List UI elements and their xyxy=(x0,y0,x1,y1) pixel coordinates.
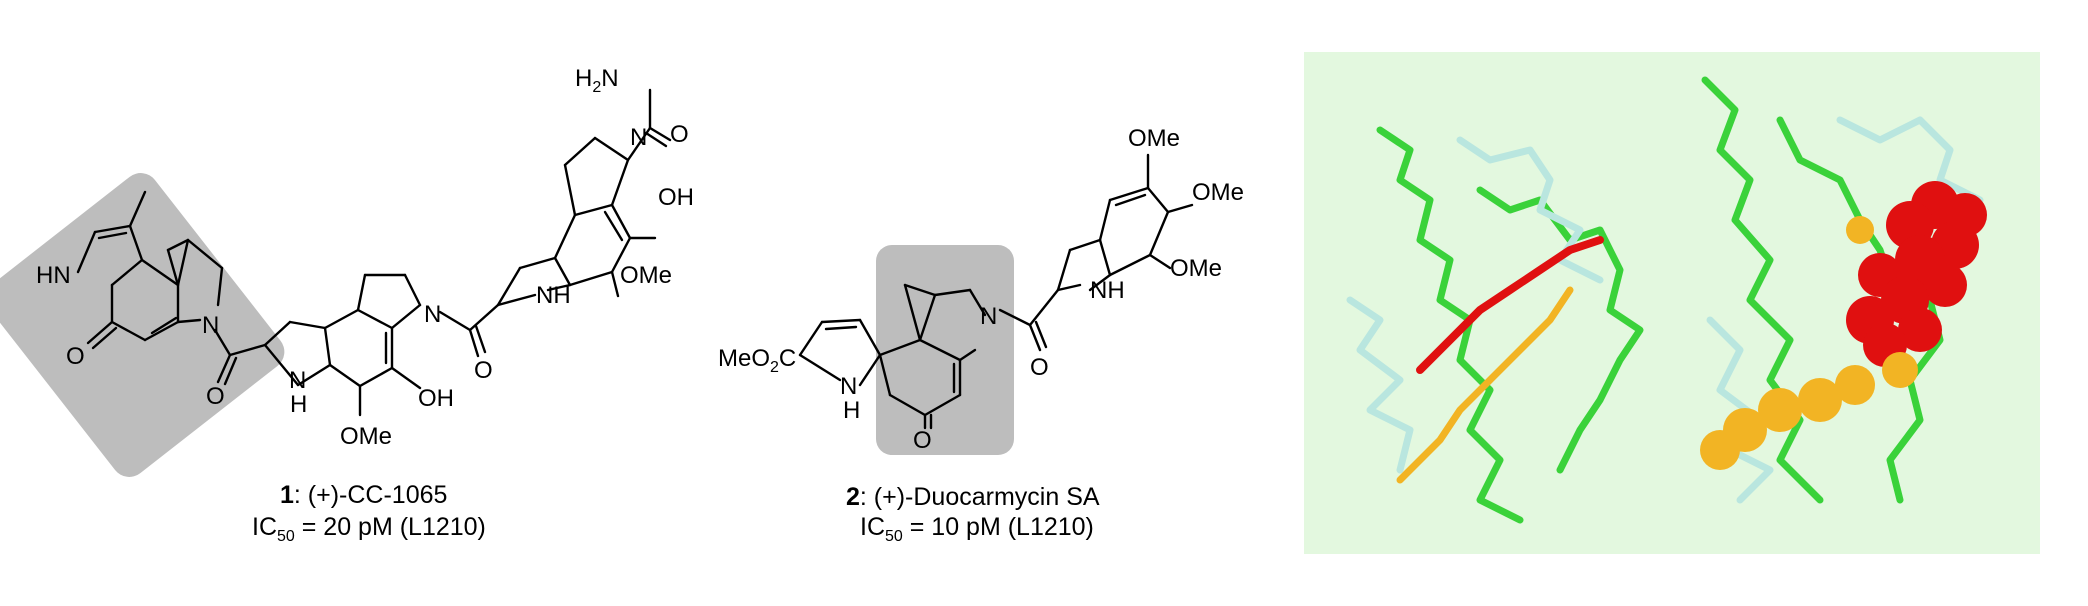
compound-1-atom-oh-right: OH xyxy=(658,184,694,211)
compound-2-atom-n-alkylation: N xyxy=(980,303,997,330)
compound-2-structure: MeO2C N H O N O NH OMe OMe OMe 2: (+)-Du… xyxy=(718,125,1244,545)
compound-1-highlight-box xyxy=(0,173,285,477)
compound-1-atom-ome-right: OMe xyxy=(620,262,672,289)
compound-2-trimethoxyindole xyxy=(1056,153,1194,292)
compound-2-atom-ome-bottom: OMe xyxy=(1170,255,1222,282)
compound-2-atom-meo2c: MeO2C xyxy=(718,345,796,376)
compound-1-atom-o-left: O xyxy=(66,343,85,370)
compound-2-atom-ome-middle: OMe xyxy=(1192,179,1244,206)
compound-2-highlight-box xyxy=(876,245,1014,455)
compound-1-atom-ome-middle: OMe xyxy=(340,423,392,450)
compound-1-atom-h-middle-pyrrole: H xyxy=(290,391,307,418)
compound-1-dienone-ring xyxy=(86,258,180,350)
compound-2-caption-ic50: IC50 = 10 pM (L1210) xyxy=(860,513,1094,545)
compound-1-amide-link-1 xyxy=(213,328,267,386)
compound-1-atom-o-amide-2: O xyxy=(474,357,493,384)
compound-1-atom-oh-middle: OH xyxy=(418,385,454,412)
dna-strand-pale-left xyxy=(1346,296,1414,474)
dna-model-panels xyxy=(1304,52,2040,554)
dna-panel-spacefill-model xyxy=(1700,76,1987,504)
ligand-orange-spheres xyxy=(1700,216,1918,470)
compound-1-amide-link-2 xyxy=(438,303,500,358)
compound-2-caption-name: 2: (+)-Duocarmycin SA xyxy=(846,483,1100,511)
compound-1-atom-n-alkylation: N xyxy=(202,312,219,339)
compound-2-amide-link xyxy=(998,288,1060,352)
ligand-orange-stick xyxy=(1396,286,1574,484)
compound-2-pyrrole-ring xyxy=(798,318,882,387)
compound-1-atom-n-right-indoline: N xyxy=(630,124,647,151)
compound-1-caption-ic50: IC50 = 20 pM (L1210) xyxy=(252,513,486,545)
compound-2-atom-ome-top: OMe xyxy=(1128,125,1180,152)
compound-1-atom-o-amide-1: O xyxy=(206,383,225,410)
dna-strand-green-left xyxy=(1376,126,1524,524)
compound-1-atom-hn-left: HN xyxy=(36,262,71,289)
compound-1-atom-n-middle-pyrrole: N xyxy=(289,367,306,394)
compound-2-cyclopropane-pyrrolidine xyxy=(903,283,987,362)
compound-2-atom-h-pyrrole: H xyxy=(843,397,860,424)
compound-1-atom-nh-right-pyrrole: NH xyxy=(536,282,571,309)
dna-panel-stick-model xyxy=(1346,126,1644,524)
compound-2-atom-n-pyrrole: N xyxy=(840,373,857,400)
ligand-red-spheres xyxy=(1846,181,1987,367)
dna-strand-green-right xyxy=(1476,186,1644,474)
compound-2-atom-o-ketone: O xyxy=(913,427,932,454)
compound-2-atom-o-amide: O xyxy=(1030,354,1049,381)
compound-1-structure: HN O N O N H OMe OH N O NH OMe OH N O H2… xyxy=(0,65,694,545)
compound-1-middle-indoline xyxy=(263,273,422,417)
compound-1-atom-h2n: H2N xyxy=(575,65,619,96)
dna-strand-green-left-2 xyxy=(1701,76,1824,504)
compound-1-atom-n-middle-indoline: N xyxy=(424,301,441,328)
compound-1-cyclopropane-pyrrolidine xyxy=(166,238,224,324)
compound-1-atom-o-urea: O xyxy=(670,121,689,148)
compound-1-right-indoline xyxy=(496,88,672,307)
ligand-red-stick xyxy=(1416,236,1604,374)
compound-2-dienone-ring xyxy=(878,338,962,430)
compound-1-pyrrole-ring xyxy=(76,190,147,274)
compound-2-atom-nh-indole: NH xyxy=(1090,277,1125,304)
compound-1-caption-name: 1: (+)-CC-1065 xyxy=(280,481,447,509)
